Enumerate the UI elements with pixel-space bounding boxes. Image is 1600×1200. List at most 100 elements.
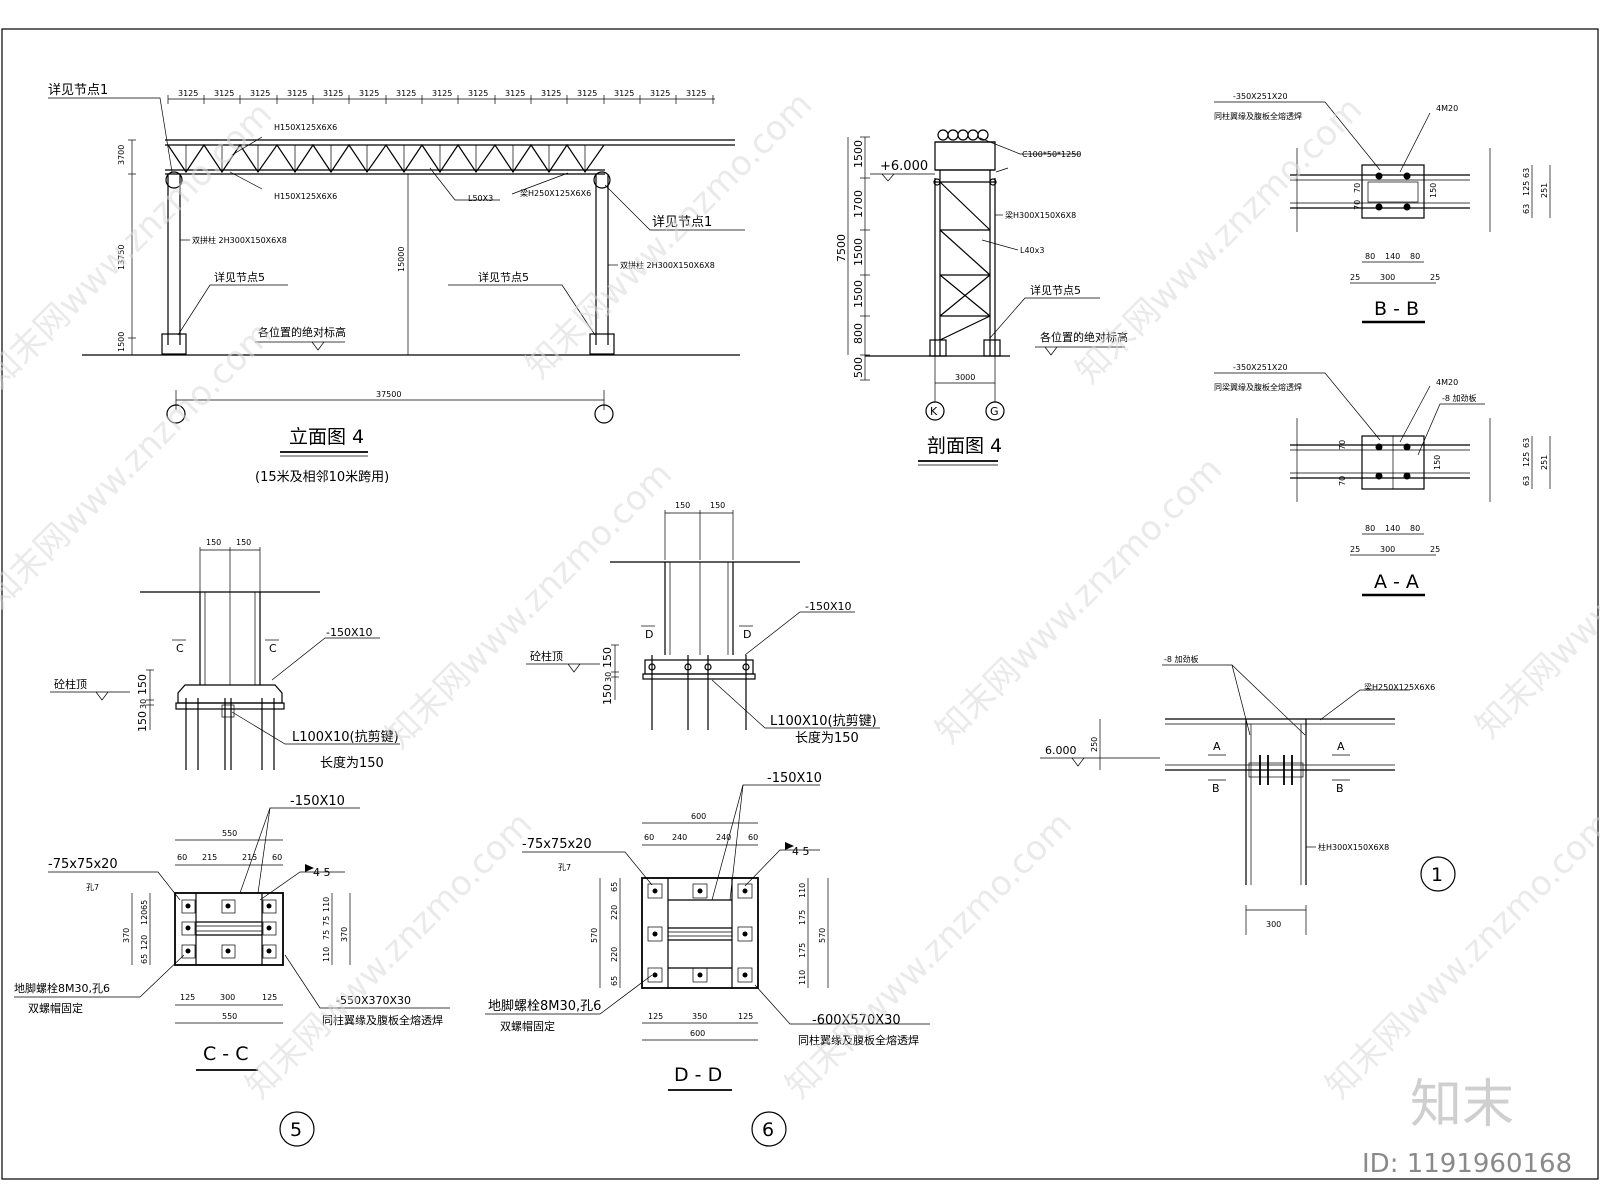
cc-w550: 550	[222, 829, 237, 838]
beam-label: 梁H250X125X6X6	[520, 189, 591, 198]
bb-d63b: 63	[1522, 204, 1531, 214]
cc-l65b: 65	[140, 954, 149, 964]
axis-k: K	[930, 405, 938, 418]
section-aa: -350X251X20 同梁翼缘及腹板全熔透焊 4M20 -8 加劲板 70 7…	[1214, 363, 1551, 597]
aa-d80b: 80	[1410, 524, 1420, 533]
dd-r570: 570	[818, 928, 827, 943]
sec-dim-1: 1500	[852, 140, 865, 168]
bb-d80a: 80	[1365, 252, 1375, 261]
aa-d70a: 70	[1338, 440, 1347, 450]
sec-dim-6: 500	[852, 357, 865, 378]
node1-elev: 6.000	[1045, 744, 1077, 757]
dd-base-plate: -600X570X30	[812, 1013, 901, 1028]
b5-cut-right: C	[269, 642, 277, 655]
bb-d70b: 70	[1353, 200, 1362, 210]
purlin-label: C100*50*1250	[1022, 150, 1081, 159]
abs-elev-note: 各位置的绝对标高	[258, 325, 346, 339]
node1-d300: 300	[1266, 920, 1281, 929]
cc-title: C - C	[203, 1043, 248, 1065]
column-left-label: 双拼柱 2H300X150X6X8	[192, 235, 287, 245]
seg-dim: 3125	[686, 89, 706, 98]
aa-d70b: 70	[1338, 476, 1347, 486]
sec-abs-elev: 各位置的绝对标高	[1040, 330, 1128, 344]
seg-dim: 3125	[323, 89, 343, 98]
dd-h570: 570	[590, 928, 599, 943]
top-chord-label: H150X125X6X6	[274, 123, 337, 132]
sec-dim-2: 1700	[852, 190, 865, 218]
b5-shear-key: L100X10(抗剪键)	[292, 729, 399, 745]
b6-cut-right: D	[743, 628, 751, 641]
b6-d150b: 150	[710, 501, 725, 510]
cc-r110a: 110	[322, 897, 331, 912]
bb-d80b: 80	[1410, 252, 1420, 261]
cc-r370: 370	[340, 927, 349, 942]
dd-l220a: 220	[610, 905, 619, 920]
cc-l120b: 120	[140, 935, 149, 950]
cc-r75a: 75	[322, 916, 331, 926]
aa-d300: 300	[1380, 545, 1395, 554]
dd-b125a: 125	[648, 1012, 663, 1021]
b6-length: 长度为150	[795, 730, 859, 746]
seg-dim: 3125	[577, 89, 597, 98]
dim-top: 3700	[117, 145, 126, 165]
cc-weld-label: 同柱翼缘及腹板全熔透焊	[322, 1013, 443, 1027]
bb-d150: 150	[1429, 183, 1438, 198]
cc-rib-label: -150X10	[290, 794, 345, 809]
b6-plate-label: -150X10	[805, 600, 852, 613]
seg-dim: 3125	[468, 89, 488, 98]
cc-d60a: 60	[177, 853, 187, 862]
aa-d25a: 25	[1350, 545, 1360, 554]
elevation-4: 3125 3125 3125 3125 3125 3125 3125 3125 …	[48, 83, 745, 485]
cc-d215a: 215	[202, 853, 217, 862]
b5-v30: 30	[139, 699, 148, 709]
aa-d251: 251	[1540, 455, 1549, 470]
bb-d63a: 63	[1522, 168, 1531, 178]
bb-plate-label: -350X251X20	[1233, 92, 1288, 101]
watermark-layer: 知末网www.znzmo.com 知末网www.znzmo.com 知末网www…	[0, 84, 1600, 1179]
sec-width: 3000	[955, 373, 975, 382]
watermark-text: 知末网www.znzmo.com	[378, 454, 680, 756]
bb-d25a: 25	[1350, 273, 1360, 282]
b6-d150a: 150	[675, 501, 690, 510]
cc-l120a: 120	[140, 910, 149, 925]
aa-d25b: 25	[1430, 545, 1440, 554]
sec-beam-label: 梁H300X150X6X8	[1005, 211, 1076, 220]
detail-node-1-label-right: 详见节点1	[652, 215, 712, 230]
b5-cut-left: C	[176, 642, 184, 655]
dd-b125b: 125	[738, 1012, 753, 1021]
dd-rib-label: -150X10	[767, 771, 822, 786]
base-5-elevation: 150 150 C C -150X10 砼柱顶 150 30 150 L100	[50, 538, 400, 771]
sec-dim-4: 1500	[852, 280, 865, 308]
sec-dim-5: 800	[852, 323, 865, 344]
b6-pier-label: 砼柱顶	[530, 649, 563, 663]
cc-washer-label: -75x75x20	[48, 857, 118, 872]
dd-r110b: 110	[798, 970, 807, 985]
cc-b550: 550	[222, 1012, 237, 1021]
dd-w600: 600	[691, 812, 706, 821]
aa-stiff-label: -8 加劲板	[1442, 393, 1477, 403]
dim-base: 1500	[117, 332, 126, 352]
node1-stiff-label: -8 加劲板	[1164, 654, 1199, 664]
seg-dim: 3125	[650, 89, 670, 98]
sec-dim-3: 1500	[852, 238, 865, 266]
dd-d240b: 240	[716, 833, 731, 842]
node1-col-label: 柱H300X150X6X8	[1318, 842, 1389, 852]
dd-title: D - D	[674, 1064, 722, 1086]
aa-d63a: 63	[1522, 438, 1531, 448]
sheet-border	[1, 28, 1599, 1180]
b5-plate-label: -150X10	[326, 626, 373, 639]
node1-sec-b-left: B	[1212, 782, 1220, 795]
dd-r175a: 175	[798, 910, 807, 925]
seg-dim: 3125	[396, 89, 416, 98]
cc-anchor-label: 地脚螺栓8M30,孔6	[14, 981, 110, 995]
b5-v150a: 150	[136, 674, 149, 695]
web-member-label: L50X3	[468, 194, 493, 203]
cc-l65a: 65	[140, 900, 149, 910]
bb-title: B - B	[1374, 298, 1419, 320]
seg-dim: 3125	[505, 89, 525, 98]
dd-weld-symbol: 4 5	[792, 845, 810, 858]
column-right-label: 双拼柱 2H300X150X6X8	[620, 260, 715, 270]
aa-d63b: 63	[1522, 476, 1531, 486]
cc-base-plate: -550X370X30	[336, 994, 411, 1007]
base-6-elevation: 150 150 D D -150X10 砼柱顶 150 30 150 L100X…	[526, 501, 880, 746]
